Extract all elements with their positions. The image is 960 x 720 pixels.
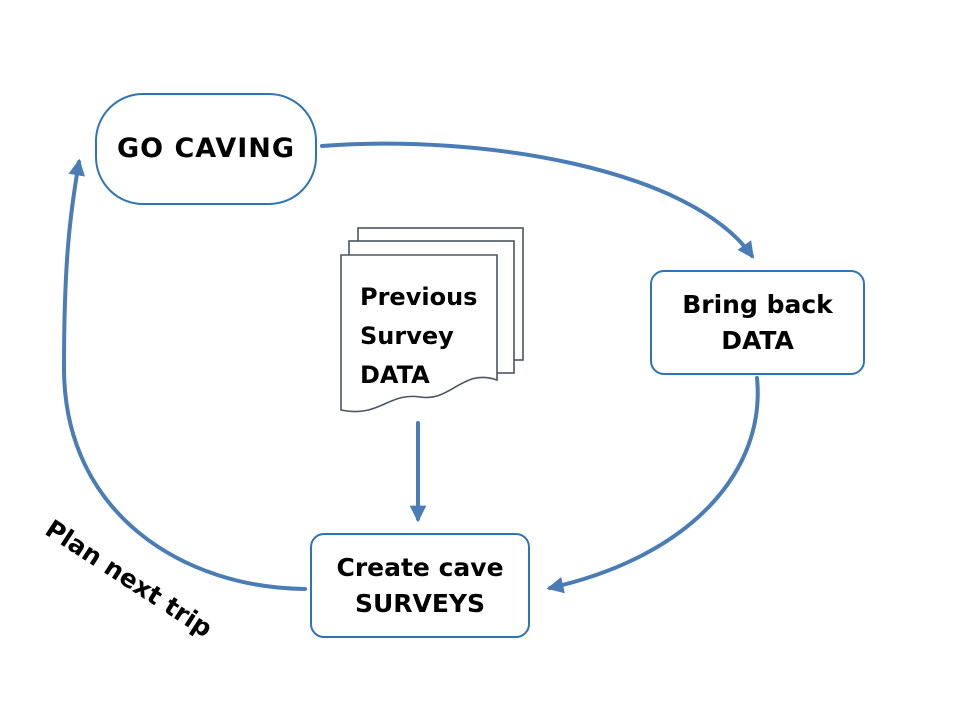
node-bring-back-label-line1: Bring back	[682, 289, 833, 319]
node-create-cave-surveys: Create cave SURVEYS	[310, 533, 530, 638]
node-create-surveys-label-line1: Create cave	[336, 552, 504, 582]
node-bring-back-label-line2: DATA	[721, 325, 794, 355]
node-go-caving-label: GO CAVING	[116, 133, 296, 164]
document-label-line1: Previous	[360, 283, 478, 311]
document-label-line3: DATA	[360, 361, 430, 389]
document-label-line2: Survey	[360, 322, 454, 350]
edge-label-plan-next-trip: Plan next trip	[40, 514, 218, 644]
arrow-bring-back-to-create-surveys	[546, 376, 760, 594]
arrow-go-caving-to-bring-back	[320, 141, 754, 259]
node-bring-back-data: Bring back DATA	[650, 270, 865, 375]
node-create-surveys-label-line2: SURVEYS	[354, 588, 486, 618]
arrow-create-surveys-to-go-caving	[61, 158, 307, 591]
node-go-caving: GO CAVING	[95, 93, 317, 205]
document-previous-survey-label: Previous Survey DATA	[360, 278, 510, 395]
